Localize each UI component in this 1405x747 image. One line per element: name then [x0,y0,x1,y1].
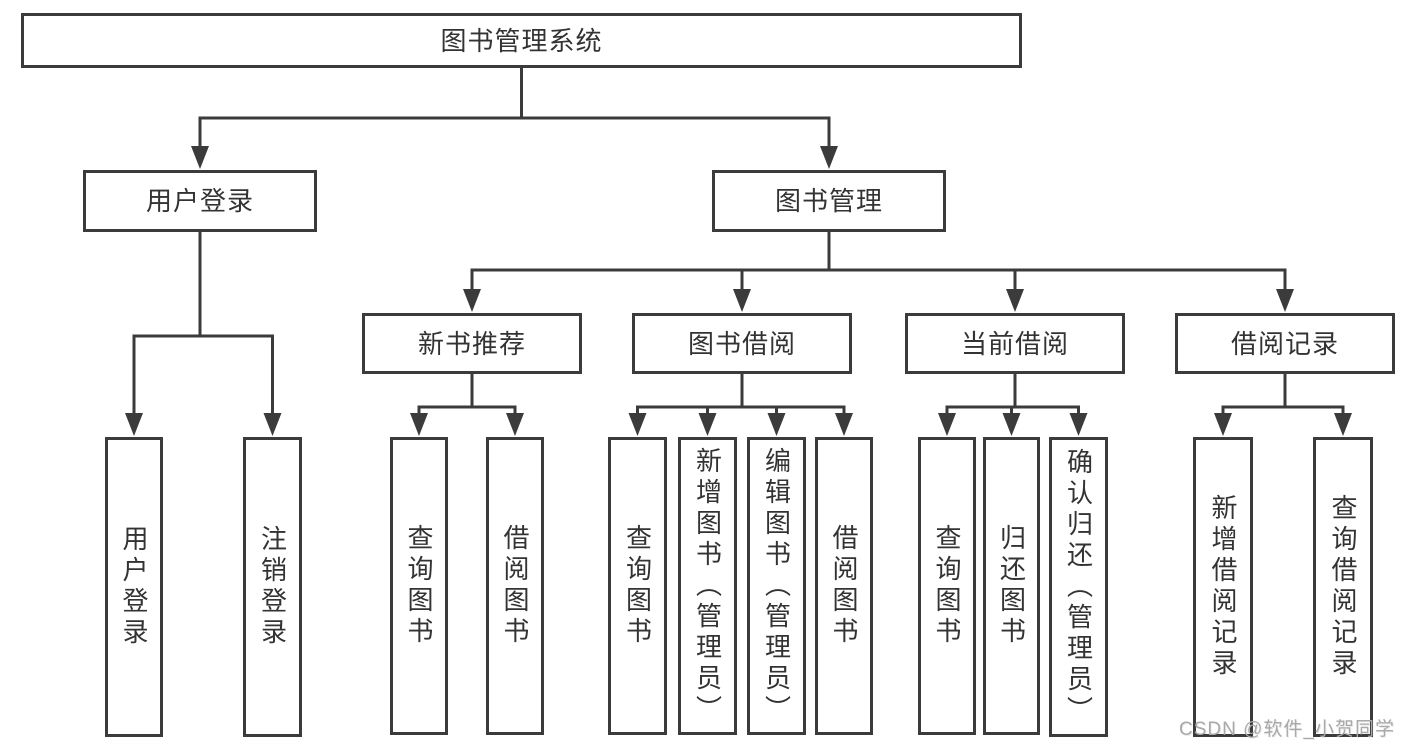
node-label-book-borrowing: 图书借阅 [687,328,796,359]
node-label-leaf-confirm-return-admin: 确认归还（管理员） [1063,447,1094,727]
arrowhead-down-icon [506,413,524,436]
node-leaf-borrow-books-borrowing: 借阅图书 [815,437,873,735]
arrowhead-down-icon [191,146,209,169]
node-leaf-query-books-recommend: 查询图书 [390,437,448,735]
node-leaf-query-books-current: 查询图书 [918,437,976,735]
arrowhead-down-icon [733,289,751,312]
node-label-new-book-recommend: 新书推荐 [417,328,526,359]
node-leaf-confirm-return-admin: 确认归还（管理员） [1049,437,1108,737]
arrowhead-down-icon [767,413,786,436]
node-leaf-user-login: 用户登录 [105,437,163,737]
node-leaf-logout: 注销登录 [243,437,302,737]
arrowhead-down-icon [410,413,428,436]
node-borrowing-records: 借阅记录 [1175,313,1395,374]
node-leaf-query-books-borrowing: 查询图书 [608,437,667,735]
node-label-leaf-add-borrow-record: 新增借阅记录 [1208,494,1238,680]
edge-user-login [125,231,282,436]
node-label-book-management: 图书管理 [774,186,883,216]
node-label-leaf-borrow-books-borrowing: 借阅图书 [829,524,859,648]
node-leaf-edit-book-admin: 编辑图书（管理员） [747,437,806,735]
arrowhead-down-icon [463,289,481,312]
node-label-leaf-return-books: 归还图书 [996,524,1027,648]
arrowhead-down-icon [820,146,838,169]
node-leaf-add-borrow-record: 新增借阅记录 [1193,437,1253,737]
node-leaf-return-books: 归还图书 [983,437,1040,735]
arrowhead-down-icon [1002,413,1021,436]
node-label-leaf-borrow-books-recommend: 借阅图书 [500,524,530,648]
watermark: CSDN @软件_小贺同学 [1179,719,1395,740]
arrowhead-down-icon [1214,413,1232,436]
node-label-leaf-query-books-recommend: 查询图书 [404,524,434,648]
node-book-borrowing: 图书借阅 [632,313,852,374]
edge-new-book-recommend [410,373,524,436]
node-user-login: 用户登录 [83,170,317,232]
node-label-current-borrowing: 当前借阅 [960,328,1069,359]
node-leaf-query-borrow-record: 查询借阅记录 [1313,437,1373,737]
node-current-borrowing: 当前借阅 [905,313,1125,374]
node-label-leaf-query-books-borrowing: 查询图书 [622,524,653,648]
arrowhead-down-icon [628,413,647,436]
node-leaf-borrow-books-recommend: 借阅图书 [486,437,544,735]
node-label-user-login: 用户登录 [145,186,254,216]
node-label-leaf-edit-book-admin: 编辑图书（管理员） [761,446,792,726]
node-label-borrowing-records: 借阅记录 [1230,328,1339,359]
arrowhead-down-icon [263,413,282,436]
arrowhead-down-icon [1334,413,1352,436]
node-label-system: 图书管理系统 [440,25,603,56]
edge-book-borrowing [628,373,853,436]
arrowhead-down-icon [1276,289,1294,312]
arrowhead-down-icon [835,413,853,436]
node-label-leaf-logout: 注销登录 [257,525,288,649]
edge-system [191,67,838,169]
arrowhead-down-icon [1069,413,1088,436]
arrowhead-down-icon [698,413,717,436]
arrowhead-down-icon [1006,289,1024,312]
edge-borrowing-records [1214,373,1352,436]
arrowhead-down-icon [125,413,143,436]
edge-book-management [463,231,1294,312]
node-label-leaf-query-books-current: 查询图书 [932,524,962,648]
node-book-management: 图书管理 [712,170,946,232]
arrowhead-down-icon [938,413,956,436]
node-system: 图书管理系统 [21,13,1022,68]
node-label-leaf-query-borrow-record: 查询借阅记录 [1328,494,1358,680]
node-leaf-add-book-admin: 新增图书（管理员） [678,437,737,735]
node-label-leaf-user-login: 用户登录 [119,525,149,649]
edge-current-borrowing [938,373,1088,436]
node-new-book-recommend: 新书推荐 [362,313,582,374]
node-label-leaf-add-book-admin: 新增图书（管理员） [692,446,723,726]
